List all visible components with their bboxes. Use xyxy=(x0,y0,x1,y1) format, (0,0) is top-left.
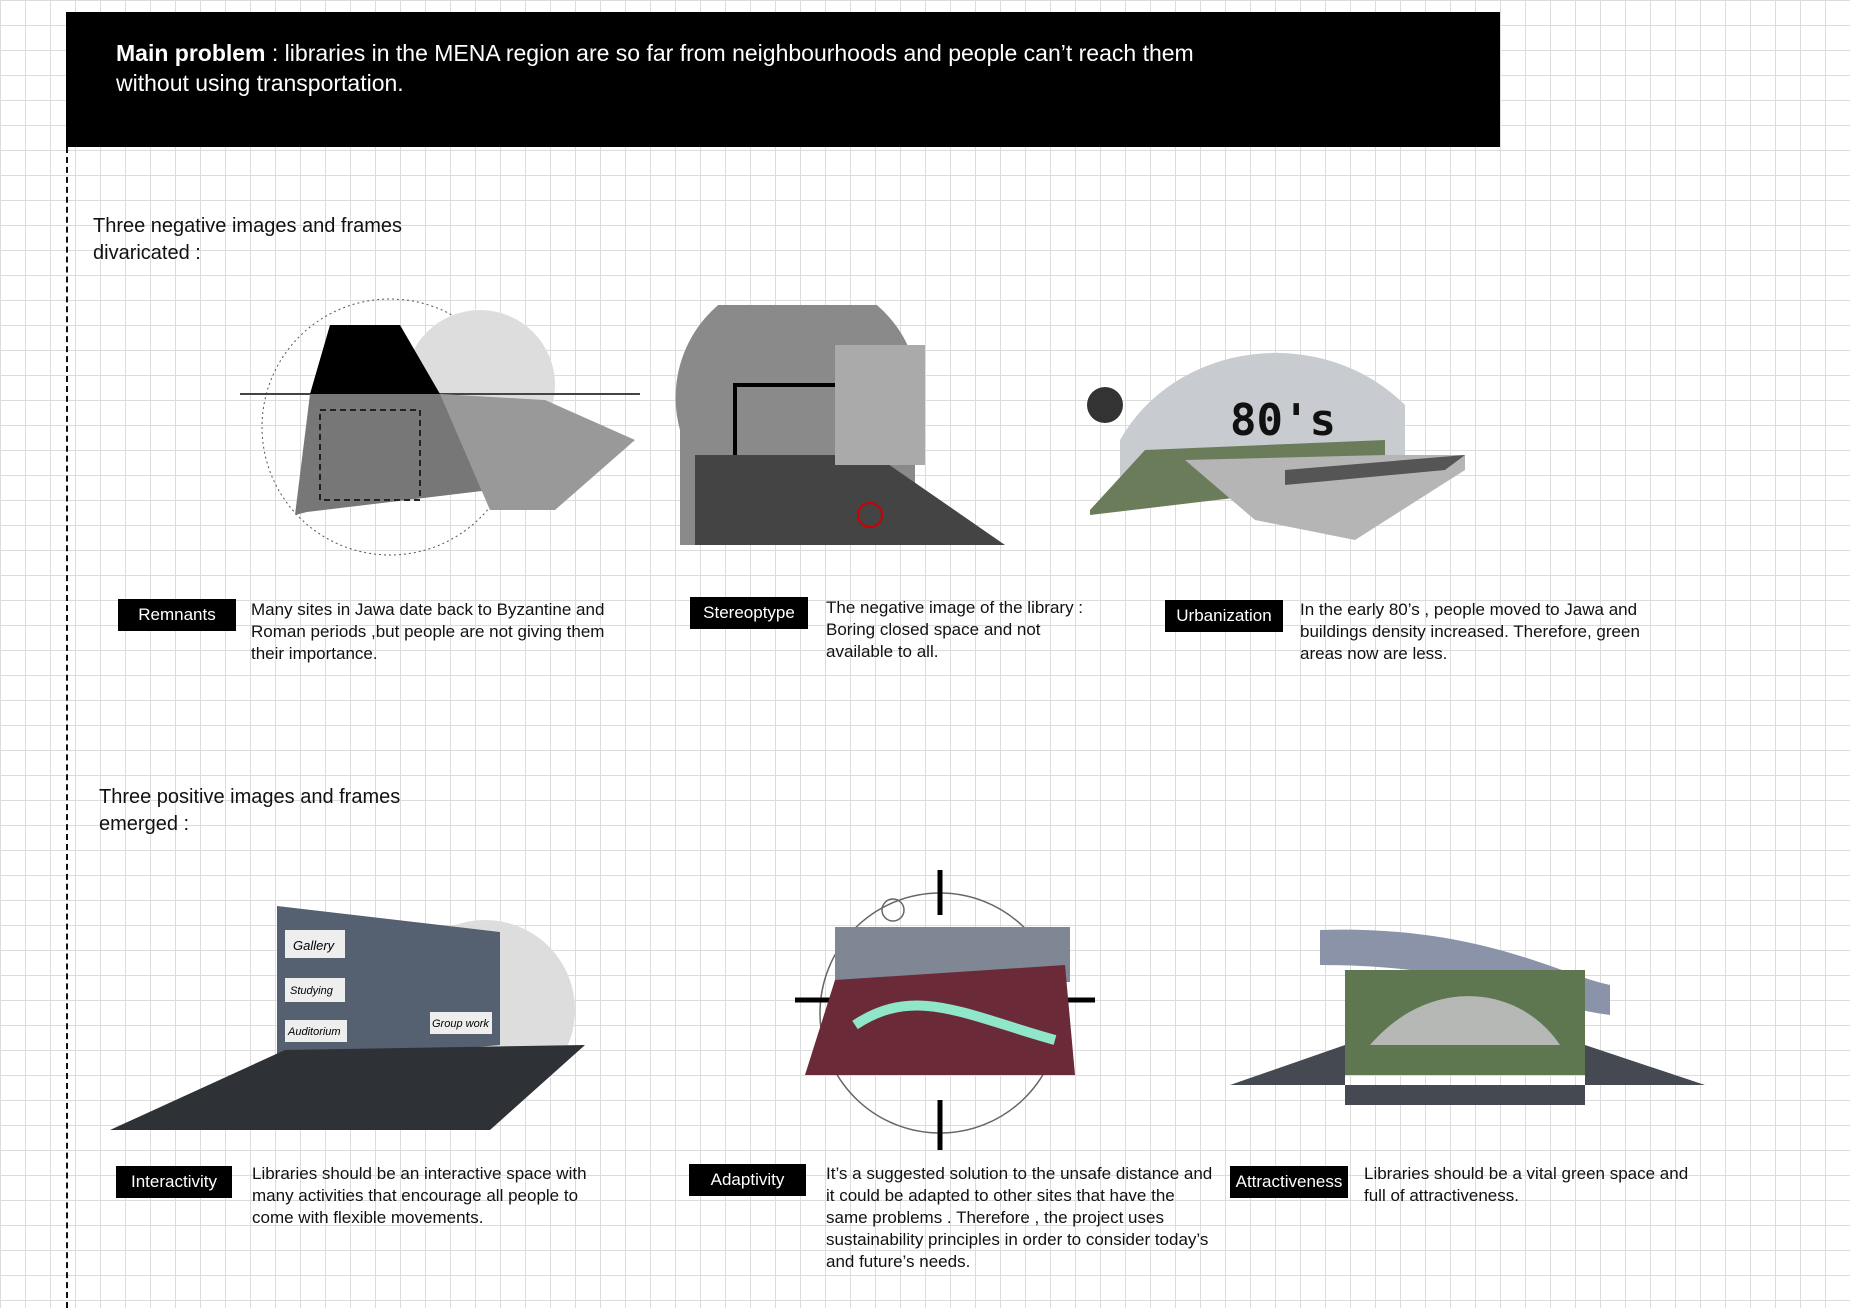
stereotype-collage xyxy=(675,305,1005,545)
urbanization-collage: 80's xyxy=(1087,352,1465,540)
interactivity-collage: Gallery Studying Auditorium Group work xyxy=(110,906,585,1130)
stereotype-description: The negative image of the library : Bori… xyxy=(826,598,1084,661)
tag-urbanization: Urbanization xyxy=(1165,600,1283,632)
main-problem-text: Main problem : libraries in the MENA reg… xyxy=(116,40,1194,96)
tag-adaptivity: Adaptivity xyxy=(689,1164,806,1196)
interactivity-description: Libraries should be an interactive space… xyxy=(252,1164,587,1227)
adaptivity-description: It’s a suggested solution to the unsafe … xyxy=(826,1164,1213,1271)
remnants-collage xyxy=(240,298,640,556)
eighties-label: 80's xyxy=(1230,395,1336,446)
positive-heading: Three positive images and frames emerged… xyxy=(99,786,401,835)
negative-heading: Three negative images and frames divaric… xyxy=(93,215,403,264)
attractiveness-collage xyxy=(1230,929,1705,1105)
urbanization-description: In the early 80’s , people moved to Jawa… xyxy=(1300,600,1640,663)
group-work-label: Group work xyxy=(432,1018,489,1030)
tag-stereotype: Stereoptype xyxy=(690,597,808,629)
attractiveness-description: Libraries should be a vital green space … xyxy=(1364,1164,1689,1205)
dashed-divider xyxy=(66,147,68,1308)
adaptivity-collage xyxy=(795,870,1095,1150)
tag-attractiveness: Attractiveness xyxy=(1230,1166,1348,1198)
main-problem-banner: Main problem : libraries in the MENA reg… xyxy=(66,12,1500,147)
gallery-label: Gallery xyxy=(293,938,336,953)
tag-remnants: Remnants xyxy=(118,599,236,631)
auditorium-label: Auditorium xyxy=(287,1026,341,1038)
studying-label: Studying xyxy=(290,985,334,997)
tag-interactivity: Interactivity xyxy=(116,1166,232,1198)
remnants-description: Many sites in Jawa date back to Byzantin… xyxy=(251,600,605,663)
